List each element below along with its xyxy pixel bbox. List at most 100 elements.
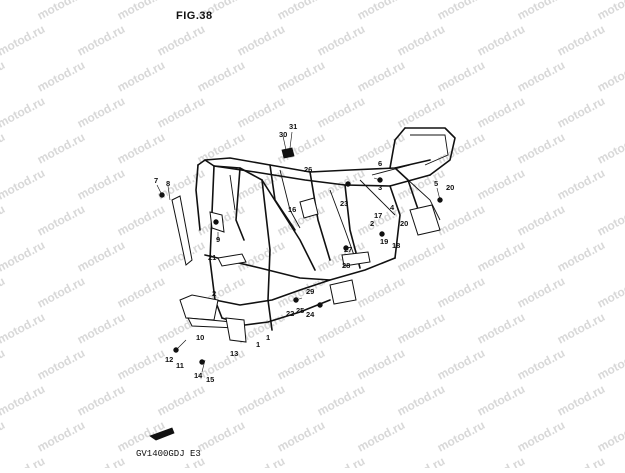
watermark-text: motod.ru — [0, 454, 47, 468]
watermark-text: motod.ru — [515, 202, 567, 239]
watermark-text: motod.ru — [475, 454, 527, 468]
watermark-text: motod.ru — [0, 58, 7, 95]
watermark-text: motod.ru — [555, 454, 607, 468]
watermark-text: motod.ru — [595, 202, 625, 239]
watermark-text: motod.ru — [35, 58, 87, 95]
watermark-text: motod.ru — [195, 58, 247, 95]
watermark-text: motod.ru — [315, 310, 367, 347]
watermark-text: motod.ru — [35, 0, 87, 23]
callout-label: 8 — [166, 179, 170, 188]
watermark-text: motod.ru — [115, 202, 167, 239]
watermark-text: motod.ru — [315, 94, 367, 131]
watermark-text: motod.ru — [515, 58, 567, 95]
watermark-text: motod.ru — [0, 274, 7, 311]
watermark-text: motod.ru — [355, 418, 407, 455]
watermark-text: motod.ru — [555, 382, 607, 419]
callout-label: 18 — [392, 241, 400, 250]
watermark-text: motod.ru — [355, 346, 407, 383]
watermark-text: motod.ru — [0, 418, 7, 455]
callout-label: 11 — [176, 361, 184, 370]
watermark-text: motod.ru — [115, 346, 167, 383]
callout-label: 9 — [216, 235, 220, 244]
watermark-text: motod.ru — [275, 58, 327, 95]
callout-label: 14 — [194, 371, 203, 380]
watermark-text: motod.ru — [155, 94, 207, 131]
watermark-text: motod.ru — [515, 418, 567, 455]
watermark-text: motod.ru — [555, 238, 607, 275]
watermark-text: motod.ru — [75, 382, 127, 419]
watermark-text: motod.ru — [435, 58, 487, 95]
watermark-text: motod.ru — [515, 274, 567, 311]
watermark-text: motod.ru — [435, 274, 487, 311]
watermark-text: motod.ru — [275, 0, 327, 23]
watermark-text: motod.ru — [0, 346, 7, 383]
callout-label: 3 — [378, 183, 382, 192]
watermark-text: motod.ru — [75, 94, 127, 131]
watermark-text: motod.ru — [0, 130, 7, 167]
watermark-text: motod.ru — [555, 310, 607, 347]
watermark-text: motod.ru — [275, 418, 327, 455]
watermark-text: motod.ru — [0, 94, 47, 131]
callout-label: 19 — [380, 237, 388, 246]
callout-label: 1 — [256, 340, 260, 349]
model-code: GV1400GDJ E3 — [136, 449, 201, 459]
watermark-text: motod.ru — [595, 130, 625, 167]
watermark-text: motod.ru — [35, 130, 87, 167]
callout-label: 31 — [289, 122, 297, 131]
callout-label: 30 — [279, 130, 287, 139]
watermark-text: motod.ru — [275, 346, 327, 383]
callout-label: 10 — [196, 333, 204, 342]
watermark-text: motod.ru — [35, 274, 87, 311]
watermark-text: motod.ru — [235, 94, 287, 131]
watermark-text: motod.ru — [0, 22, 47, 59]
watermark-text: motod.ru — [595, 418, 625, 455]
watermark-text: motod.ru — [555, 94, 607, 131]
callout-label: 28 — [342, 261, 350, 270]
watermark-text: motod.ru — [0, 0, 7, 23]
watermark-text: motod.ru — [315, 454, 367, 468]
watermark-text: motod.ru — [115, 274, 167, 311]
callout-label: 7 — [154, 176, 158, 185]
frame-parts — [149, 147, 443, 441]
callout-label: 22 — [286, 309, 294, 318]
watermark-text: motod.ru — [515, 346, 567, 383]
callout-label: 26 — [304, 165, 312, 174]
callout-label: 2 — [212, 289, 216, 298]
watermark-text: motod.ru — [395, 454, 447, 468]
watermark-text: motod.ru — [515, 0, 567, 23]
callout-label: 5 — [434, 179, 438, 188]
callout-label: 27 — [344, 245, 352, 254]
watermark-text: motod.ru — [35, 202, 87, 239]
watermark-text: motod.ru — [0, 382, 47, 419]
watermark-text: motod.ru — [435, 418, 487, 455]
watermark-text: motod.ru — [355, 0, 407, 23]
callout-label: 21 — [208, 253, 216, 262]
callout-label: 24 — [306, 310, 315, 319]
watermark-text: motod.ru — [395, 310, 447, 347]
watermark-text: motod.ru — [0, 166, 47, 203]
watermark-text: motod.ru — [475, 238, 527, 275]
watermark-text: motod.ru — [435, 346, 487, 383]
callout-label: 12 — [165, 355, 173, 364]
watermark-text: motod.ru — [315, 382, 367, 419]
watermark-text: motod.ru — [75, 310, 127, 347]
watermark-text: motod.ru — [0, 202, 7, 239]
watermark-text: motod.ru — [75, 22, 127, 59]
watermark-text: motod.ru — [475, 94, 527, 131]
callout-label: 15 — [206, 375, 214, 384]
watermark-text: motod.ru — [475, 310, 527, 347]
watermark-text: motod.ru — [555, 22, 607, 59]
watermark-text: motod.ru — [395, 22, 447, 59]
watermark-text: motod.ru — [435, 202, 487, 239]
callout-label: 4 — [390, 203, 395, 212]
watermark-text: motod.ru — [435, 0, 487, 23]
watermark-text: motod.ru — [475, 382, 527, 419]
callout-label: 6 — [378, 159, 382, 168]
watermark-text: motod.ru — [115, 130, 167, 167]
watermark-text: motod.ru — [235, 454, 287, 468]
watermark-text: motod.ru — [475, 22, 527, 59]
watermark-text: motod.ru — [595, 346, 625, 383]
